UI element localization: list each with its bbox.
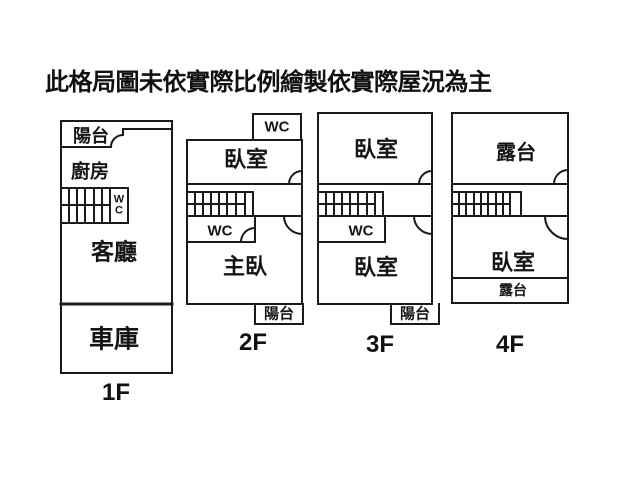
room-label-living-1f: 客廳 xyxy=(91,238,137,265)
plan-1f-drawing xyxy=(59,120,174,374)
door-arc-icon xyxy=(412,169,434,236)
room-label-wc-2f: WC xyxy=(207,222,233,240)
balcony-door-arc-icon xyxy=(60,128,173,148)
room-label-balcony-1f: 陽台 xyxy=(73,126,109,146)
room-label-master-2f: 主臥 xyxy=(222,254,268,279)
walls xyxy=(59,120,174,374)
page-title: 此格局圖未依實際比例繪製依實際屋況為主 xyxy=(45,69,492,96)
plan-1f: 陽台 廚房 W C 客廳 車庫 xyxy=(59,119,175,376)
balcony-box xyxy=(254,303,304,325)
floor-label-2f: 2F xyxy=(238,329,268,356)
room-label-bedroom-top-3f: 臥室 xyxy=(353,137,399,162)
room-label-bedroom-4f: 臥室 xyxy=(490,250,536,275)
walls xyxy=(451,112,569,304)
room-label-wc-top-2f: WC xyxy=(264,118,290,136)
room-label-garage-1f: 車庫 xyxy=(88,325,140,354)
room-label-terrace-bottom-4f: 露台 xyxy=(499,282,527,298)
stairs-icon xyxy=(317,191,433,217)
floor-label-4f: 4F xyxy=(495,331,525,358)
room-label-balcony-2f: 陽台 xyxy=(263,305,295,323)
wc-top-box xyxy=(252,113,302,141)
door-arc-icon xyxy=(239,169,304,244)
room-label-wc-3f: WC xyxy=(348,222,374,240)
room-label-bedroom-2f: 臥室 xyxy=(223,147,269,172)
plan-2f-drawing xyxy=(186,113,304,325)
balcony-box xyxy=(390,303,440,325)
room-label-wc-w-1f: W xyxy=(113,193,125,206)
floor-label-3f: 3F xyxy=(365,331,395,358)
floor-label-1f: 1F xyxy=(101,379,131,406)
stairs-icon xyxy=(451,191,569,217)
room-label-terrace-top-4f: 露台 xyxy=(496,142,536,164)
door-arc-icon xyxy=(543,168,570,241)
wc-room xyxy=(317,215,386,243)
plan-4f: 露台 臥室 露台 xyxy=(450,112,571,306)
room-label-kitchen-1f: 廚房 xyxy=(70,161,110,183)
room-label-bedroom-bottom-3f: 臥室 xyxy=(353,255,399,280)
walls xyxy=(186,113,304,325)
plan-3f-drawing xyxy=(317,112,440,325)
plan-4f-drawing xyxy=(451,112,570,304)
room-label-wc-c-1f: C xyxy=(115,204,123,217)
room-label-balcony-3f: 陽台 xyxy=(399,305,431,323)
plan-3f: 臥室 WC 臥室 陽台 xyxy=(317,112,441,326)
walls xyxy=(317,112,440,325)
plan-2f: WC 臥室 WC 主臥 陽台 xyxy=(186,112,305,326)
stairs-icon xyxy=(186,191,303,217)
